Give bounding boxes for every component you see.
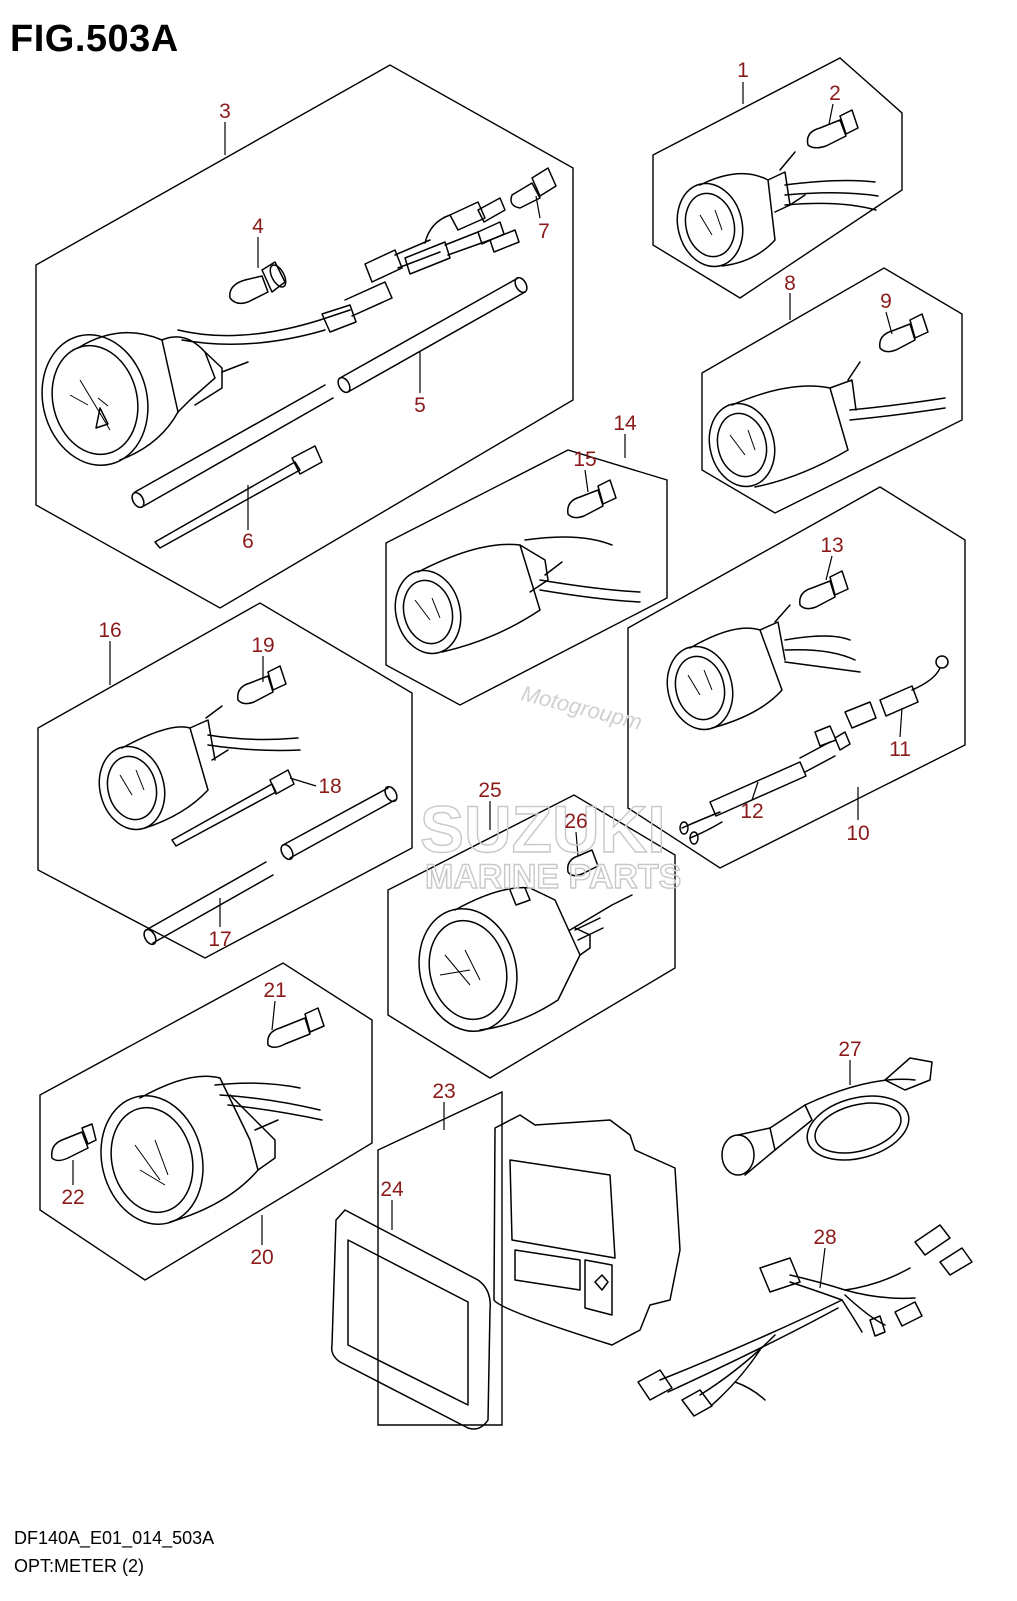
wiring-harness-28 (637, 1224, 973, 1417)
callout-21: 21 (263, 979, 286, 1002)
gauge-13-group (666, 604, 861, 731)
callout-18: 18 (318, 775, 341, 798)
tube-17 (143, 785, 398, 946)
display-23 (493, 1114, 681, 1346)
bulb-2 (806, 109, 859, 149)
callout-15: 15 (573, 448, 596, 471)
callout-12: 12 (740, 800, 763, 823)
callout-20: 20 (250, 1246, 273, 1269)
callout-11: 11 (889, 738, 911, 761)
group-frame-14 (385, 449, 668, 706)
bulb-15 (567, 479, 617, 519)
gauge-20 (100, 1075, 323, 1225)
bulb-4 (229, 261, 287, 305)
group-frame-3 (35, 64, 574, 609)
tie-6 (154, 445, 323, 549)
figure-caption: OPT:METER (2) (14, 1556, 145, 1576)
display-frame-24 (330, 1209, 491, 1430)
group-frame-1 (652, 57, 903, 299)
group-frame-25 (387, 794, 676, 1079)
group-frame-23 (377, 1090, 503, 1426)
leader-lines (72, 82, 903, 1289)
figure-code: DF140A_E01_014_503A (14, 1528, 215, 1548)
group-frame-16 (37, 602, 413, 959)
callout-13: 13 (820, 534, 843, 557)
callout-19: 19 (251, 634, 274, 657)
callout-25: 25 (478, 779, 501, 802)
gauge-8 (708, 361, 946, 488)
harness-10 (679, 655, 949, 845)
callout-7: 7 (538, 220, 550, 243)
callout-1: 1 (737, 59, 749, 82)
watermark-suzuki: SUZUKI (420, 792, 666, 866)
callout-6: 6 (242, 530, 254, 553)
callout-8: 8 (784, 272, 796, 295)
group-frame-20 (39, 962, 373, 1281)
sensor-cable-27 (721, 1057, 933, 1176)
gauge-14 (394, 536, 641, 655)
bulb-26 (566, 849, 599, 877)
callout-10: 10 (846, 822, 869, 845)
figure-title: FIG.503A (10, 18, 179, 60)
bulb-13 (799, 570, 849, 610)
gauge-3 (41, 331, 249, 467)
bulb-7 (510, 167, 557, 209)
bulb-19 (237, 665, 287, 705)
callout-2: 2 (829, 82, 841, 105)
callout-23: 23 (432, 1080, 455, 1103)
watermark-motogroup: Motogroupm (519, 681, 645, 735)
gauge-25 (418, 886, 633, 1033)
callout-9: 9 (880, 290, 892, 313)
callout-4: 4 (252, 215, 264, 238)
bulb-9 (879, 313, 929, 353)
bulb-21 (267, 1007, 325, 1048)
callout-27: 27 (838, 1038, 861, 1061)
callout-22: 22 (61, 1186, 84, 1209)
callout-17: 17 (208, 928, 231, 951)
tube-5 (131, 276, 528, 509)
gauge-16 (98, 705, 301, 831)
callout-5: 5 (414, 394, 426, 417)
group-frame-10 (627, 486, 966, 869)
callout-3: 3 (219, 100, 231, 123)
tie-18 (171, 769, 295, 847)
callout-16: 16 (98, 619, 121, 642)
wire-harness-3 (177, 197, 520, 345)
callout-26: 26 (564, 810, 587, 833)
watermark-marine-parts: MARINE PARTS (425, 858, 681, 896)
callout-24: 24 (380, 1178, 404, 1201)
callout-14: 14 (613, 412, 637, 435)
bulb-22 (50, 1123, 97, 1162)
group-frame-8 (701, 267, 963, 514)
gauge-1 (676, 151, 879, 268)
callout-28: 28 (813, 1226, 836, 1249)
